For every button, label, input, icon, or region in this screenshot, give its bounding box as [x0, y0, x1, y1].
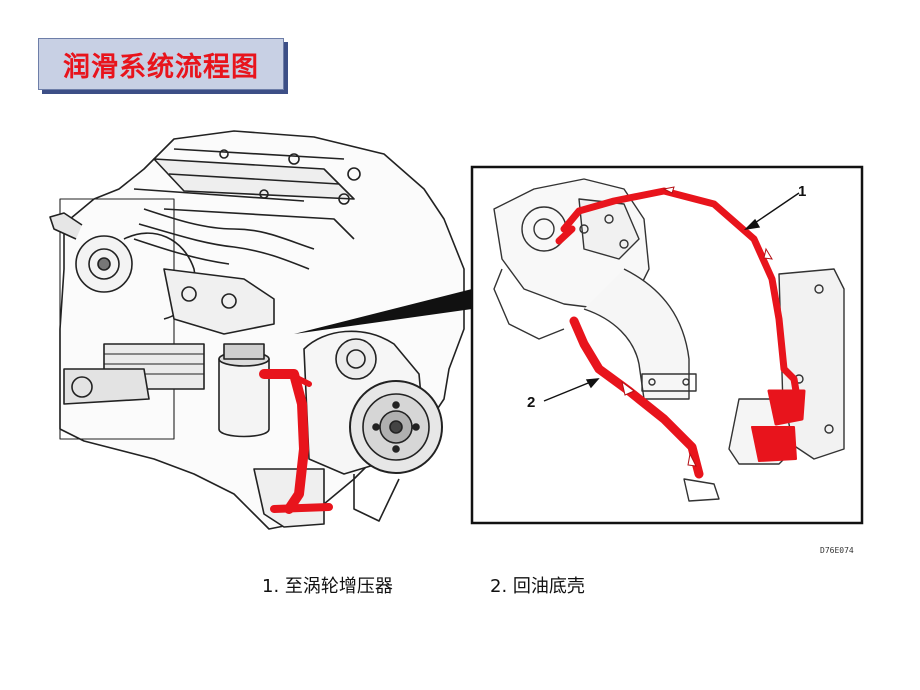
title-banner: 润滑系统流程图: [38, 38, 284, 90]
callout-number-2: 2: [527, 394, 535, 411]
caption-oil-pan-return: 2. 回油底壳: [490, 576, 585, 597]
callout-leaders: [543, 192, 800, 402]
engine-oil-flow: [259, 369, 333, 514]
zoom-pointer: [294, 289, 472, 334]
callout-number-1: 1: [798, 183, 806, 200]
slide-title: 润滑系统流程图: [63, 51, 259, 83]
engine-drawing: [49, 130, 465, 530]
lubrication-diagram: 1 2 D76E074: [49, 130, 864, 555]
turbo-detail-drawing: [493, 178, 845, 502]
caption-turbocharger: 1. 至涡轮增压器: [262, 576, 393, 597]
figure-code: D76E074: [820, 546, 854, 555]
flow-direction-arrows: [621, 186, 773, 467]
